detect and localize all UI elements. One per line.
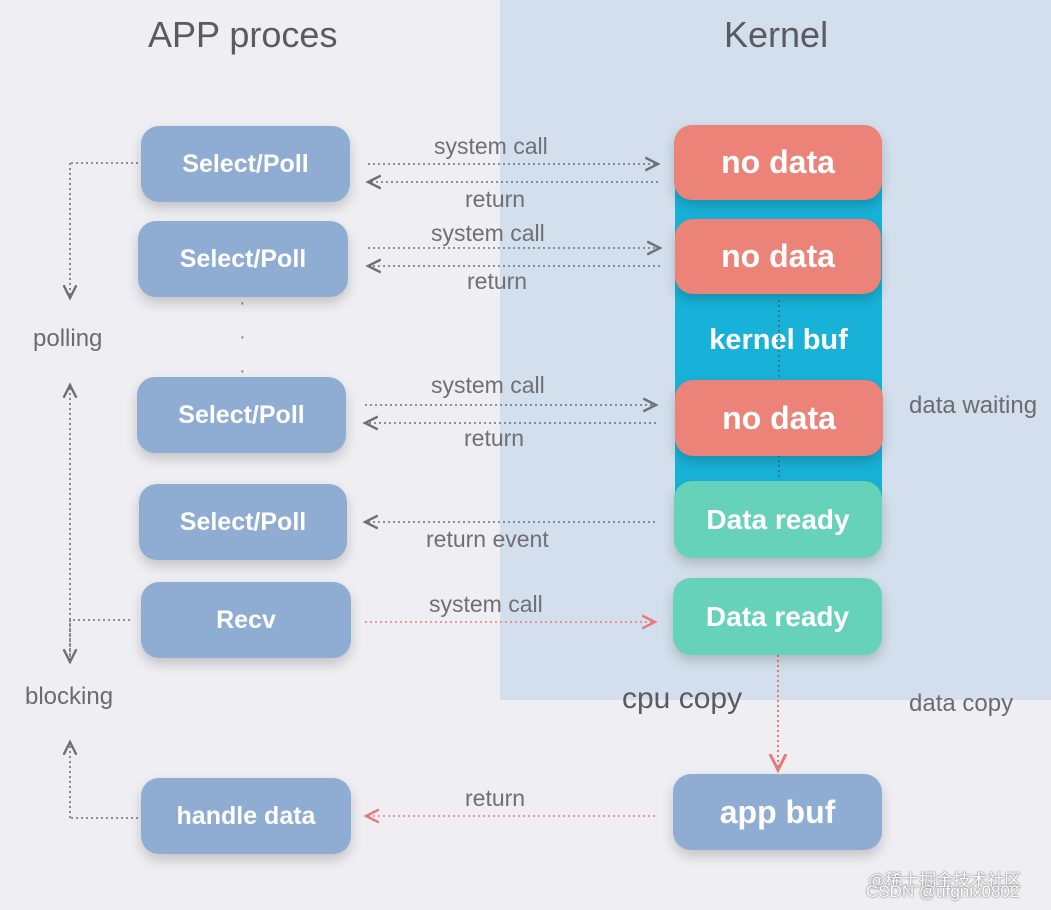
- data-copy-label: data copy: [909, 690, 1014, 717]
- kernel-title: Kernel: [724, 14, 829, 55]
- recv-box: Recv: [141, 582, 351, 658]
- data-ready-box-2: Data ready: [673, 578, 882, 655]
- handle-data-box: handle data: [141, 778, 351, 854]
- return-label-3: return: [464, 425, 525, 451]
- return-event-label: return event: [426, 526, 549, 552]
- select-poll-box-3: Select/Poll: [137, 377, 346, 453]
- app-buf-box: app buf: [673, 774, 882, 850]
- watermark-line-1: @稀土掘金技术社区: [868, 871, 1022, 890]
- system-call-label-1: system call: [434, 133, 548, 159]
- ellipsis-dot: ·: [239, 360, 246, 382]
- return-label-2: return: [467, 268, 528, 294]
- select-poll-box-2: Select/Poll: [138, 221, 348, 297]
- ellipsis-dot: ·: [239, 326, 246, 348]
- no-data-box-3: no data: [675, 380, 883, 456]
- cpu-copy-label: cpu copy: [622, 682, 743, 715]
- select-poll-box-4: Select/Poll: [139, 484, 347, 560]
- no-data-box-2: no data: [675, 219, 881, 294]
- system-call-label-recv: system call: [429, 591, 543, 617]
- ellipsis-dot: ·: [239, 292, 246, 314]
- no-data-box-1: no data: [674, 125, 882, 200]
- return-label-handle: return: [465, 785, 526, 811]
- select-poll-box-1: Select/Poll: [141, 126, 350, 202]
- system-call-label-2: system call: [431, 220, 545, 246]
- data-ready-box-1: Data ready: [674, 481, 882, 558]
- watermark-line-2: CSDN @ufgnix0802: [866, 882, 1020, 901]
- system-call-label-3: system call: [431, 372, 545, 398]
- data-waiting-label: data waiting: [909, 392, 1038, 419]
- polling-label: polling: [33, 325, 103, 352]
- app-process-title: APP proces: [148, 14, 338, 55]
- return-label-1: return: [465, 186, 526, 212]
- blocking-label: blocking: [25, 683, 114, 710]
